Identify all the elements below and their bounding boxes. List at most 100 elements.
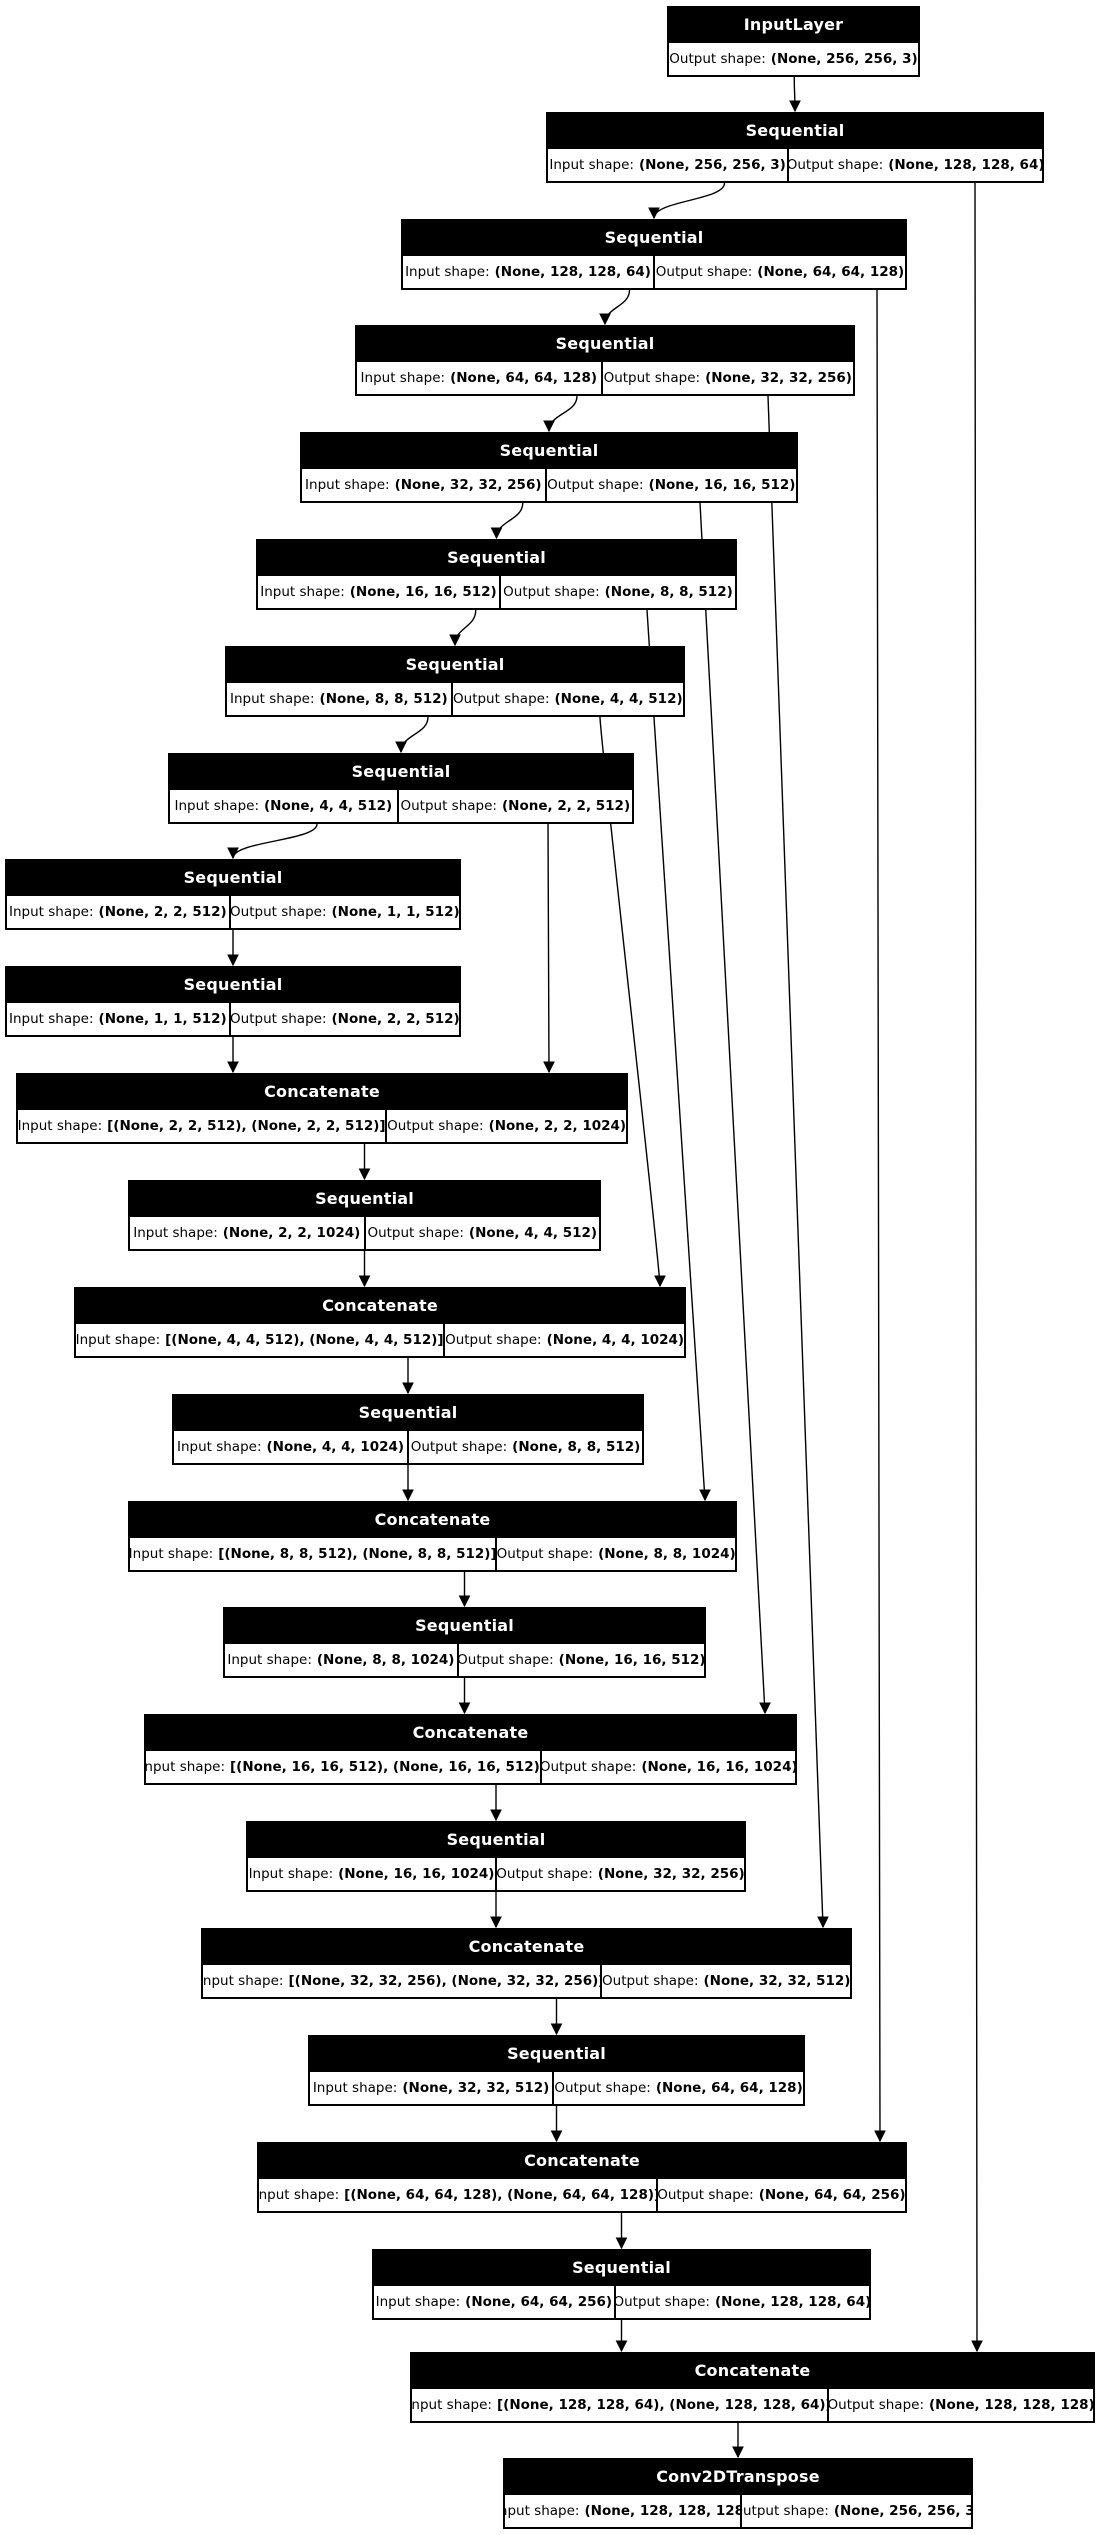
input-shape-cell-label: Input shape: [133,1225,218,1241]
input-shape-cell-value: [(None, 8, 8, 512), (None, 8, 8, 512)] [218,1546,496,1562]
flow-edge-2 [599,289,631,326]
layer-type-label: Concatenate [694,2361,811,2380]
layer-type-label: Sequential [315,1189,414,1208]
output-shape-cell: Output shape:(None, 128, 128, 128) [829,2389,1093,2421]
input-shape-cell-label: Input shape: [9,1011,94,1027]
shape-cells: Input shape:(None, 64, 64, 128)Output sh… [357,362,853,394]
input-shape-cell-label: Input shape: [260,584,345,600]
layer-type-label: Sequential [604,228,704,247]
input-shape-cell: Input shape:(None, 64, 64, 256) [374,2286,614,2318]
shape-cells: Input shape:(None, 32, 32, 512)Output sh… [310,2072,803,2104]
output-shape-cell-label: Output shape: [669,51,766,67]
output-shape-cell: Output shape:(None, 64, 64, 128) [655,256,905,288]
output-shape-cell: Output shape:(None, 8, 8, 512) [500,576,735,608]
output-shape-cell-value: (None, 16, 16, 512) [558,1652,704,1668]
output-shape-cell-label: Output shape: [554,2080,651,2096]
output-shape-cell-value: (None, 32, 32, 256) [705,370,852,386]
input-shape-cell-value: (None, 1, 1, 512) [98,1011,227,1027]
input-shape-cell-value: (None, 4, 4, 1024) [266,1439,405,1455]
input-shape-cell-label: Input shape: [259,2187,340,2203]
input-shape-cell-value: [(None, 128, 128, 64), (None, 128, 128, … [496,2397,828,2413]
output-shape-cell-label: Output shape: [230,1011,327,1027]
input-shape-cell-label: Input shape: [227,1652,312,1668]
output-shape-cell: Output shape:(None, 4, 4, 512) [365,1217,599,1249]
layer-type-label: Sequential [358,1403,458,1422]
output-shape-cell-value: (None, 128, 128, 64) [888,157,1042,173]
output-shape-cell: Output shape:(None, 8, 8, 1024) [497,1538,735,1570]
input-shape-cell: Input shape:[(None, 64, 64, 128), (None,… [259,2179,656,2211]
output-shape-cell-value: (None, 256, 256, 3) [833,2503,971,2519]
shape-cells: Input shape:(None, 4, 4, 1024)Output sha… [174,1431,642,1463]
output-shape-cell: Output shape:(None, 4, 4, 512) [452,683,683,715]
input-shape-cell-label: Input shape: [130,1546,214,1562]
output-shape-cell-label: Output shape: [497,1546,594,1562]
output-shape-cell: Output shape:(None, 256, 256, 3) [669,43,918,75]
output-shape-cell: Output shape:(None, 32, 32, 256) [602,362,853,394]
shape-cells: Input shape:(None, 4, 4, 512)Output shap… [170,790,632,822]
output-shape-cell-value: (None, 4, 4, 512) [468,1225,598,1241]
output-shape-cell-label: Output shape: [503,584,600,600]
input-shape-cell-value: (None, 128, 128, 64) [494,264,651,280]
output-shape-cell: Output shape:(None, 1, 1, 512) [230,896,459,928]
input-shape-cell-label: Input shape: [248,1866,334,1882]
output-shape-cell-value: (None, 64, 64, 256) [758,2187,905,2203]
output-shape-cell: Output shape:(None, 128, 128, 64) [615,2286,869,2318]
input-shape-cell-value: [(None, 16, 16, 512), (None, 16, 16, 512… [230,1759,541,1775]
output-shape-cell-label: Output shape: [400,798,497,814]
output-shape-cell-value: (None, 1, 1, 512) [331,904,459,920]
skip-connection-edge-23 [971,182,983,2353]
output-shape-cell-label: Output shape: [789,157,884,173]
input-shape-cell-value: (None, 2, 2, 512) [98,904,227,920]
skip-connection-edge-28 [599,716,666,1288]
shape-cells: Input shape:(None, 2, 2, 512)Output shap… [7,896,459,928]
skip-connection-edge-27 [646,609,711,1502]
output-shape-cell-value: (None, 256, 256, 3) [770,51,918,67]
output-shape-cell-label: Output shape: [230,904,327,920]
flow-edge-5 [449,609,477,647]
flow-edge-0 [789,76,801,113]
input-shape-cell-label: Input shape: [405,264,490,280]
input-shape-cell-label: Input shape: [412,2397,492,2413]
input-shape-cell: Input shape: [(None, 16, 16, 512), (None,… [146,1751,541,1783]
shape-cells: Input shape:(None, 16, 16, 512)Output sh… [258,576,735,608]
output-shape-cell-value: (None, 64, 64, 128) [655,2080,803,2096]
layer-type-label: Sequential [415,1616,514,1635]
input-shape-cell-value: (None, 16, 16, 512) [349,584,497,600]
layer-type-label: Concatenate [524,2151,640,2170]
shape-cells: Input shape:[(None, 8, 8, 512), (None, 8… [130,1538,735,1570]
output-shape-cell-value: (None, 16, 16, 1024) [641,1759,795,1775]
output-shape-cell-label: Output shape: [445,1332,542,1348]
output-shape-cell: Output shape:(None, 256, 256, 3) [742,2495,971,2527]
output-shape-cell-value: (None, 2, 2, 512) [331,1011,459,1027]
input-shape-cell-value: (None, 32, 32, 256) [394,477,542,493]
input-shape-cell-label: Input shape: [18,1118,103,1134]
input-shape-cell: Input shape:(None, 8, 8, 512) [227,683,451,715]
input-shape-cell-value: (None, 8, 8, 1024) [316,1652,455,1668]
flow-edge-3 [543,395,578,433]
output-shape-cell: Output shape:(None, 8, 8, 512) [409,1431,642,1463]
output-shape-cell-label: Output shape: [603,370,701,386]
output-shape-cell: Output shape:(None, 16, 16, 512) [458,1644,704,1676]
output-shape-cell: Output shape:(None, 128, 128, 64) [789,149,1042,181]
skip-connection-edge-24 [874,289,886,2143]
layer-type-label: Sequential [572,2258,671,2277]
input-shape-cell-value: (None, 4, 4, 512) [264,798,393,814]
layer-type-label: Concatenate [322,1296,438,1315]
input-shape-cell-value: [(None, 4, 4, 512), (None, 4, 4, 512)] [165,1332,444,1348]
input-shape-cell: Input shape:(None, 16, 16, 1024) [248,1858,495,1890]
shape-cells: Input shape:(None, 2, 2, 1024)Output sha… [130,1217,599,1249]
output-shape-cell-value: (None, 128, 128, 128) [929,2397,1093,2413]
output-shape-cell-label: Output shape: [655,264,753,280]
input-shape-cell-label: Input shape: [146,1759,225,1775]
input-shape-cell: Input shape:(None, 32, 32, 256) [302,469,545,501]
output-shape-cell-value: (None, 8, 8, 1024) [598,1546,735,1562]
